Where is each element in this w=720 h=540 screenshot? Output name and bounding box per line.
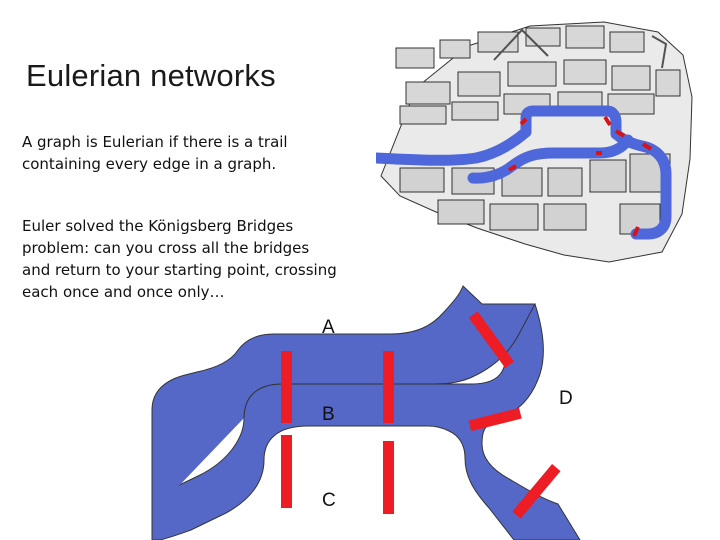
bridge-2 xyxy=(383,351,394,423)
problem-text: Euler solved the Königsberg Bridges prob… xyxy=(22,217,337,301)
land-label-c: C xyxy=(322,490,336,511)
land-label-b: B xyxy=(322,404,335,425)
land-label-d: D xyxy=(559,388,573,409)
bridge-6 xyxy=(468,407,522,432)
bridge-4 xyxy=(383,441,394,514)
slide-title: Eulerian networks xyxy=(26,58,276,93)
bridge-7 xyxy=(512,464,561,519)
bridge-3 xyxy=(281,435,292,508)
bridge-1 xyxy=(281,351,292,423)
bridges xyxy=(281,311,561,519)
definition-text: A graph is Eulerian if there is a trail … xyxy=(22,133,288,173)
konigsberg-map-image xyxy=(376,8,694,264)
bridge-5 xyxy=(468,311,515,369)
land-label-a: A xyxy=(322,317,335,338)
